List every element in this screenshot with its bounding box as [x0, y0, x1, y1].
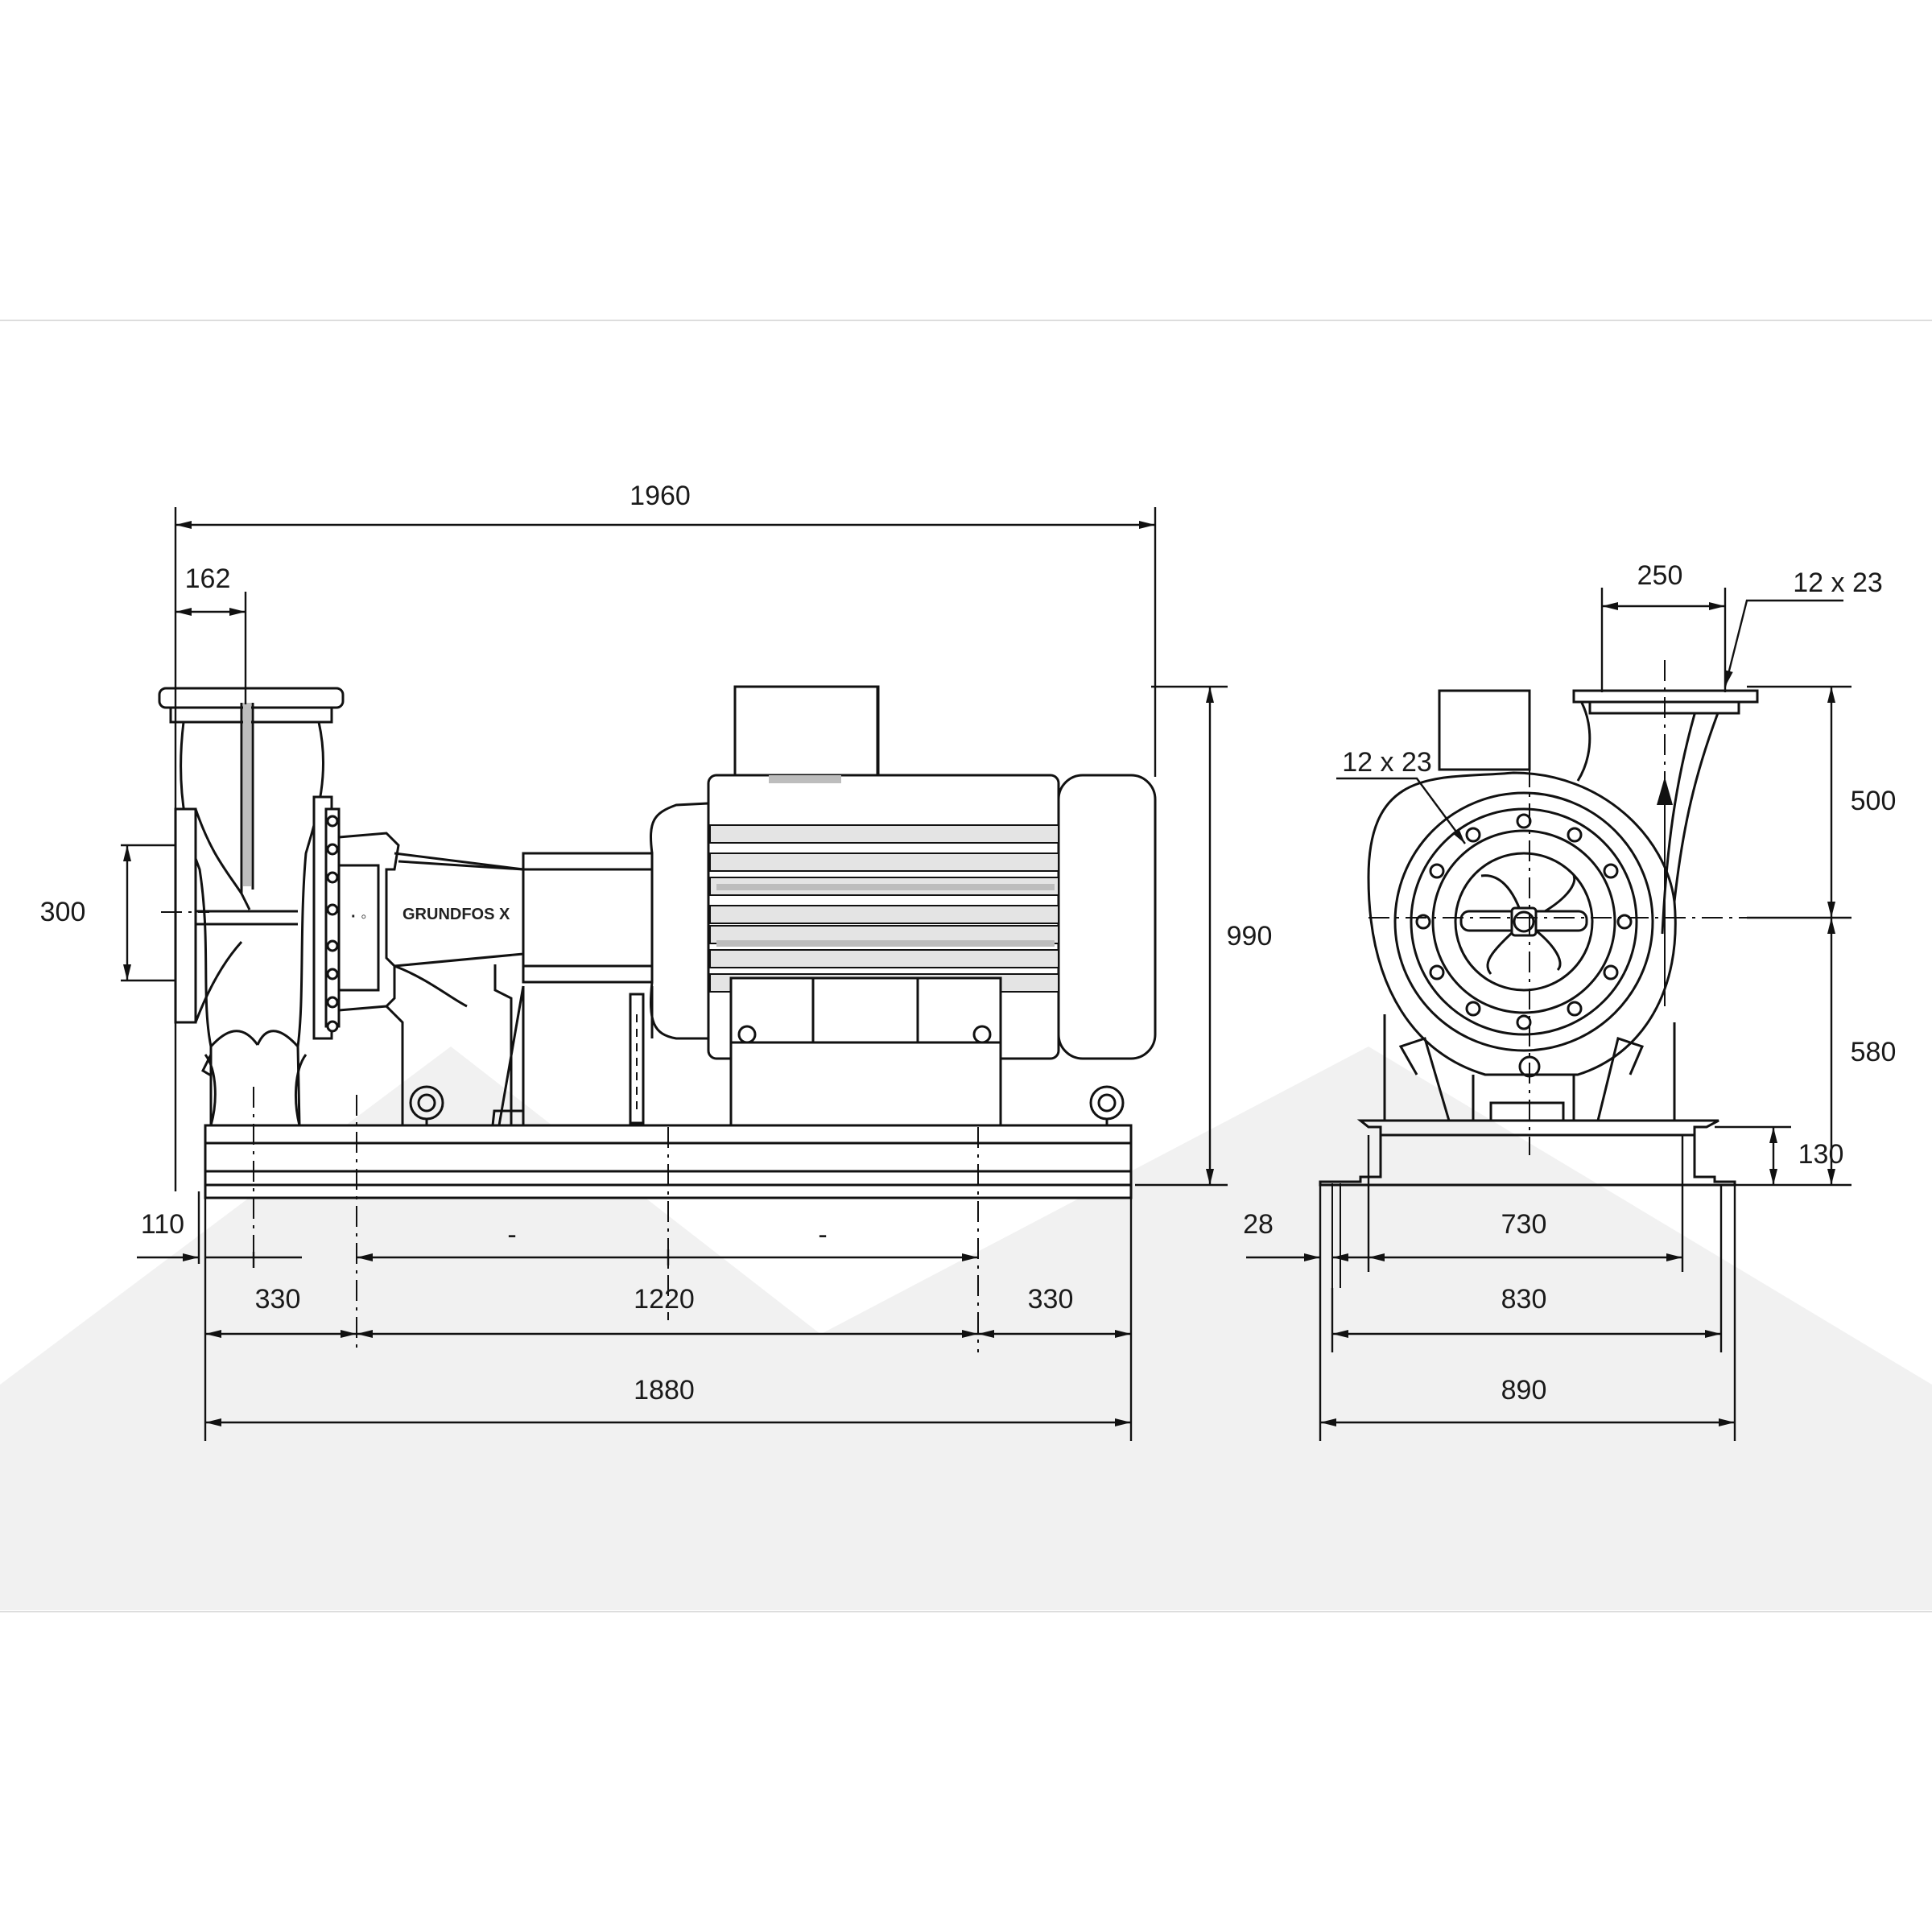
dim-bolt-holes-outlet: 12 x 23 [1793, 568, 1883, 598]
svg-text:· ◦: · ◦ [351, 908, 366, 926]
motor-foot [729, 1041, 1002, 1127]
dim-overall-length: 1960 [630, 481, 691, 511]
dim-inlet-height: 300 [40, 897, 86, 927]
dim-side-offset: 28 [1243, 1209, 1274, 1240]
dim-flange-width: 250 [1637, 560, 1683, 591]
lifting-eyes [409, 1085, 1125, 1125]
impeller [1459, 874, 1588, 975]
dim-base-length: 1880 [634, 1375, 695, 1406]
coupling-guard [491, 852, 654, 1127]
dim-foot-right: 330 [1028, 1284, 1074, 1315]
dim-base-offset: 110 [141, 1209, 184, 1240]
dimension-labels: 1960 162 300 990 110 330 1220 330 1880 2… [40, 481, 1897, 1406]
svg-text:-: - [507, 1220, 516, 1250]
flange-bolts [326, 815, 339, 1033]
dim-base-inner-width: 730 [1501, 1209, 1547, 1240]
svg-text:-: - [818, 1220, 827, 1250]
dimension-lines: - - [121, 507, 1852, 1441]
dim-base-height: 130 [1798, 1139, 1844, 1170]
pump-casing [158, 687, 345, 1126]
dim-overall-height: 990 [1227, 921, 1273, 952]
motor [650, 685, 1157, 1127]
dim-base-mid-width: 830 [1501, 1284, 1547, 1315]
pump-front-view [1319, 660, 1759, 1288]
terminal-box [733, 685, 880, 777]
dim-bolt-holes-inlet: 12 x 23 [1342, 747, 1432, 778]
bearing-bracket: GRUNDFOS X · ◦ [338, 832, 525, 1125]
manufacturer-logo: GRUNDFOS X [402, 906, 510, 923]
dim-base-width: 890 [1501, 1375, 1547, 1406]
dim-foot-span: 1220 [634, 1284, 695, 1315]
inlet-flange [174, 807, 197, 1024]
dim-foot-left: 330 [255, 1284, 301, 1315]
dim-outlet-height: 500 [1851, 786, 1897, 816]
background-mountains [0, 1046, 1932, 1610]
dim-shaft-height: 580 [1851, 1037, 1897, 1067]
cooling-fins [709, 824, 1059, 993]
dim-inlet-offset: 162 [185, 564, 231, 594]
